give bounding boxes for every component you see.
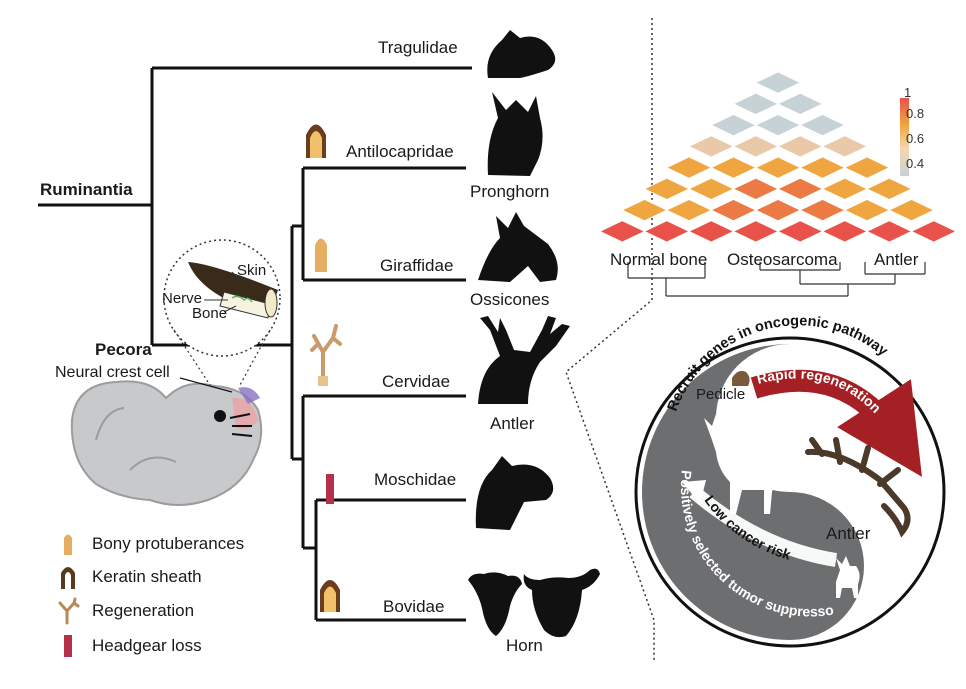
heatmap-cell xyxy=(732,177,779,200)
heatmap-cell xyxy=(665,199,713,222)
family-label-antilocapridae: Antilocapridae xyxy=(346,142,454,161)
heatmap-cell xyxy=(821,177,868,200)
heatmap-cell xyxy=(888,199,935,222)
headgear-label-pronghorn: Pronghorn xyxy=(470,182,550,201)
cattle-silhouette xyxy=(523,568,600,638)
heatmap-cell xyxy=(688,135,735,158)
heatmap-cell xyxy=(799,199,846,222)
legend-label: Headgear loss xyxy=(92,636,202,655)
heatmap-cell xyxy=(777,177,824,200)
headgear-label-ossicones: Ossicones xyxy=(470,290,550,309)
pedicle-label: Pedicle xyxy=(696,386,746,403)
headgear-zoom-inset xyxy=(163,239,281,386)
neural-crest-arrows xyxy=(229,413,253,437)
legend-item: Bony protuberances xyxy=(52,530,244,558)
legend-label: Bony protuberances xyxy=(92,534,245,553)
heatmap-cell xyxy=(754,199,802,222)
embryo-illustration xyxy=(70,380,263,506)
heatmap-cell xyxy=(599,220,646,243)
legend-item: Headgear loss xyxy=(52,632,202,660)
pedicle-icon xyxy=(732,370,750,386)
phylogenetic-tree xyxy=(38,66,472,622)
heatmap-cell xyxy=(754,71,802,94)
regeneration-icon xyxy=(58,597,80,625)
heatmap-cell xyxy=(754,114,802,137)
colorbar-tick: 0.4 xyxy=(906,156,925,171)
regeneration-icon xyxy=(310,324,342,386)
heatmap-cell xyxy=(866,177,913,200)
heatmap-cell xyxy=(621,199,668,222)
inset-bone-label: Bone xyxy=(192,305,228,322)
colorbar-tick: 0.8 xyxy=(906,106,925,121)
heatmap-cell xyxy=(777,135,824,158)
keratin-sheath-icon xyxy=(61,567,75,589)
deer-antler-silhouette xyxy=(478,316,570,404)
cycle-fawn-silhouette xyxy=(836,556,860,598)
ruminantia-label: Ruminantia xyxy=(40,180,133,199)
colorbar-tick: 0.6 xyxy=(906,131,925,146)
heatmap-cell xyxy=(710,114,757,137)
heatmap-cell xyxy=(754,156,802,179)
heatmap-label-normal-bone: Normal bone xyxy=(610,250,708,269)
family-label-moschidae: Moschidae xyxy=(374,470,457,489)
heatmap-label-antler: Antler xyxy=(874,250,919,269)
heatmap-cell xyxy=(777,220,824,243)
inset-nerve-label: Nerve xyxy=(162,290,203,307)
heatmap-cell xyxy=(732,220,779,243)
heatmap-cell xyxy=(866,220,913,243)
headgear-loss-icon xyxy=(64,635,72,657)
pecora-label: Pecora xyxy=(95,340,152,359)
goat-silhouette xyxy=(468,572,522,636)
heatmap-label-osteosarcoma: Osteosarcoma xyxy=(727,250,838,269)
neural-crest-cell-label: Neural crest cell xyxy=(55,364,170,381)
heatmap-cell xyxy=(821,220,868,243)
headgear-loss-icon xyxy=(326,474,334,504)
heatmap-cell xyxy=(799,114,846,137)
dendrogram xyxy=(627,262,926,297)
headgear-label-horn: Horn xyxy=(506,636,543,655)
legend-label: Regeneration xyxy=(92,601,195,620)
legend-item: Keratin sheath xyxy=(52,563,202,591)
regeneration-cycle xyxy=(634,336,946,648)
cycle-antler-image xyxy=(805,437,911,538)
headgear-label-antler: Antler xyxy=(490,414,535,433)
family-label-giraffidae: Giraffidae xyxy=(380,256,454,275)
bony-protuberance-icon xyxy=(315,238,327,272)
bony-protuberance-icon xyxy=(64,534,72,555)
cycle-stag-silhouette xyxy=(704,414,775,514)
giraffe-silhouette xyxy=(478,212,558,282)
heatmap-cell xyxy=(843,199,891,222)
musk-deer-silhouette xyxy=(475,456,554,530)
correlation-heatmap xyxy=(599,71,957,243)
heatmap-cell xyxy=(732,92,779,115)
heatmap-cell xyxy=(843,156,891,179)
heatmap-cell xyxy=(665,156,713,179)
family-label-tragulidae: Tragulidae xyxy=(378,38,458,57)
legend-item: Regeneration xyxy=(52,597,194,625)
keratin-sheath-icon xyxy=(320,580,340,612)
keratin-sheath-icon xyxy=(306,124,326,158)
pronghorn-silhouette xyxy=(487,92,543,176)
legend-label: Keratin sheath xyxy=(92,567,202,586)
cycle-antler-label: Antler xyxy=(826,524,871,543)
heatmap-cell xyxy=(710,156,757,179)
inset-skin-label: Skin xyxy=(237,262,267,279)
family-label-bovidae: Bovidae xyxy=(383,597,445,616)
tragulidae-silhouette xyxy=(487,30,556,78)
heatmap-cell xyxy=(710,199,757,222)
heatmap-cell xyxy=(777,92,824,115)
heatmap-colorbar xyxy=(900,98,909,176)
heatmap-cell xyxy=(643,220,690,243)
family-label-cervidae: Cervidae xyxy=(382,372,451,391)
heatmap-cell xyxy=(821,135,868,158)
heatmap-cell xyxy=(910,220,957,243)
heatmap-cell xyxy=(643,177,690,200)
heatmap-cell xyxy=(688,220,735,243)
colorbar-tick: 1 xyxy=(904,85,912,100)
heatmap-cell xyxy=(688,177,735,200)
heatmap-cell xyxy=(732,135,779,158)
heatmap-cell xyxy=(799,156,846,179)
